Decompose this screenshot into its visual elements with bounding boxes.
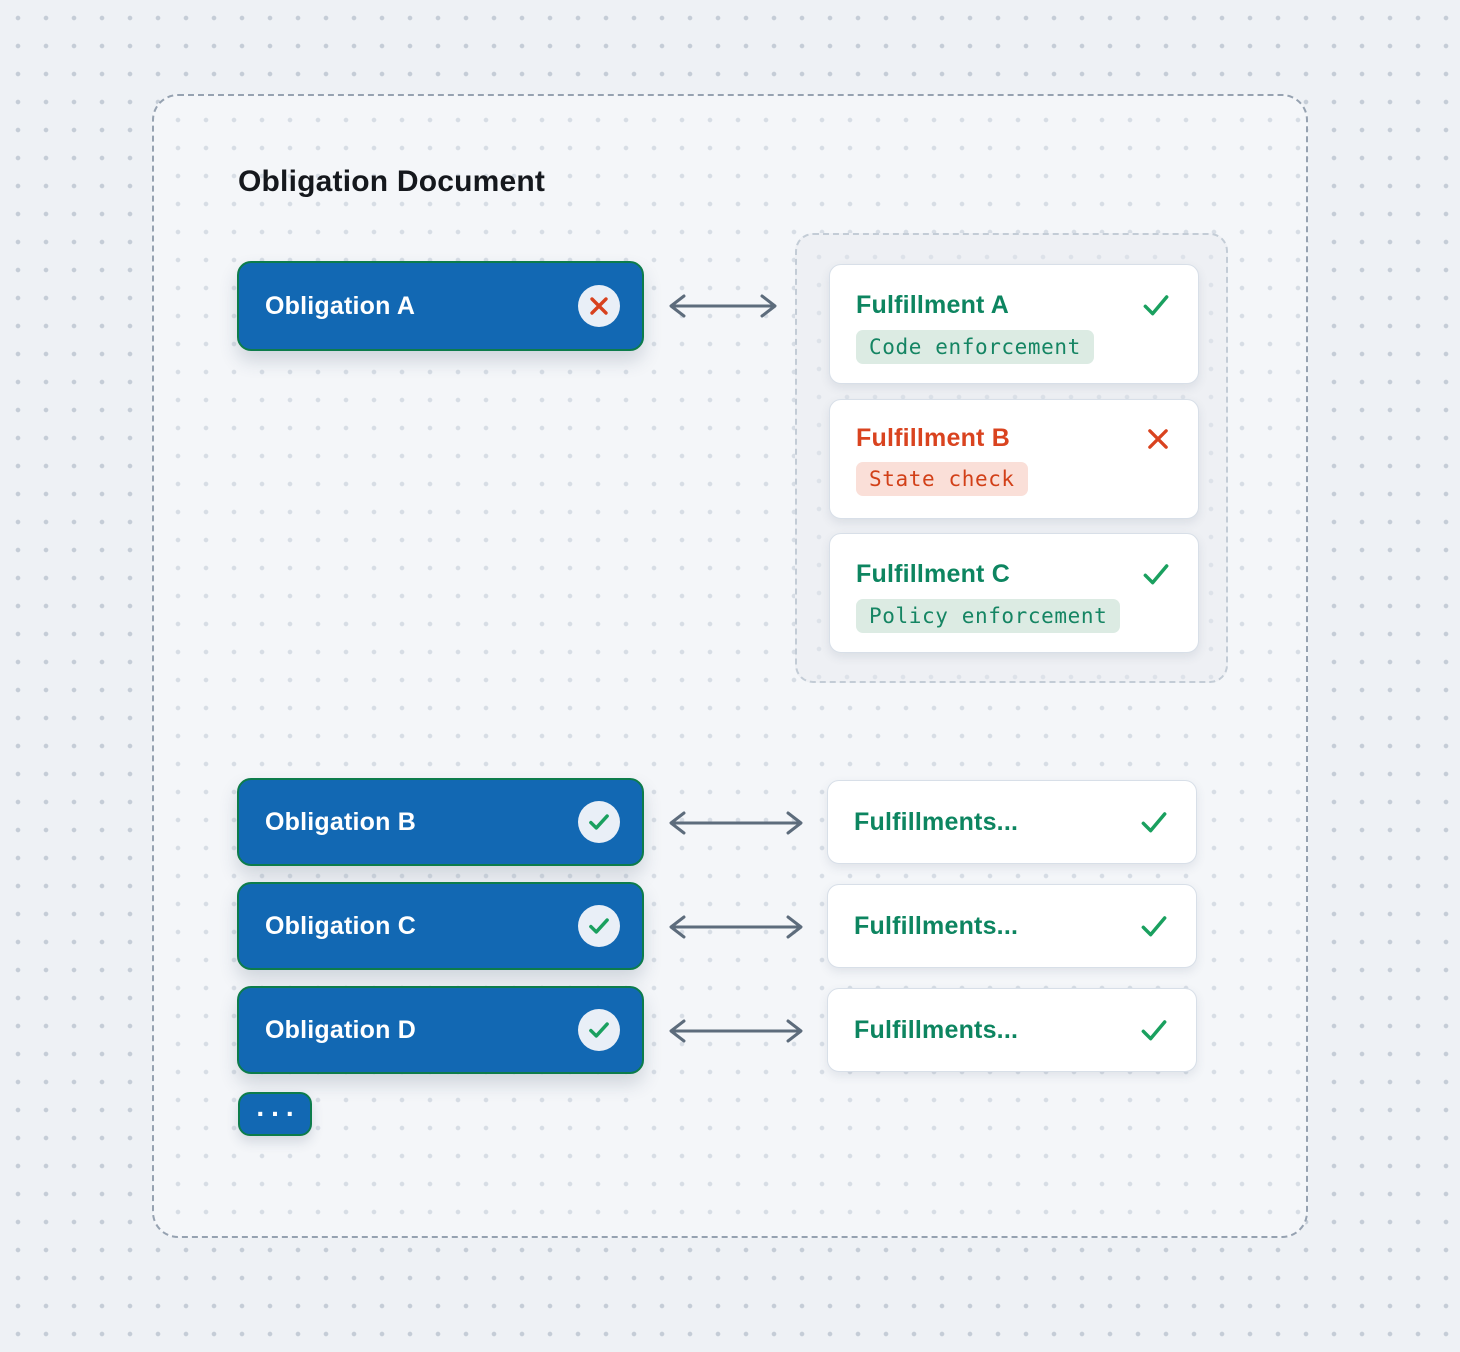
x-icon bbox=[1144, 425, 1172, 453]
fulfillments-row-d: Fulfillments... bbox=[827, 988, 1197, 1072]
obligation-node-c: Obligation C bbox=[237, 882, 644, 970]
check-icon bbox=[586, 913, 612, 939]
check-icon bbox=[1140, 558, 1172, 590]
obligation-node-a: Obligation A bbox=[237, 261, 644, 351]
arrow-obligation-a bbox=[666, 291, 780, 321]
more-obligations-node: ... bbox=[238, 1092, 312, 1136]
fulfillment-card-b: Fulfillment B State check bbox=[829, 399, 1199, 519]
check-icon bbox=[1140, 289, 1172, 321]
check-icon bbox=[1138, 806, 1170, 838]
fulfillments-label: Fulfillments... bbox=[854, 807, 1019, 836]
arrow-obligation-c bbox=[666, 912, 806, 942]
fulfillment-card-c: Fulfillment C Policy enforcement bbox=[829, 533, 1199, 653]
fulfillments-label: Fulfillments... bbox=[854, 1015, 1019, 1044]
obligation-node-d: Obligation D bbox=[237, 986, 644, 1074]
page-title: Obligation Document bbox=[238, 165, 546, 198]
check-icon bbox=[586, 1017, 612, 1043]
status-badge bbox=[578, 905, 620, 947]
fulfillment-badge: State check bbox=[856, 462, 1028, 496]
check-icon bbox=[586, 809, 612, 835]
fulfillments-row-b: Fulfillments... bbox=[827, 780, 1197, 864]
arrow-obligation-d bbox=[666, 1016, 806, 1046]
status-badge bbox=[578, 285, 620, 327]
fulfillment-title: Fulfillment A bbox=[856, 290, 1010, 319]
arrow-obligation-b bbox=[666, 808, 806, 838]
status-badge bbox=[578, 1009, 620, 1051]
fulfillment-title: Fulfillment B bbox=[856, 424, 1010, 452]
check-icon bbox=[1138, 1014, 1170, 1046]
fulfillment-badge: Policy enforcement bbox=[856, 599, 1121, 633]
obligation-node-b: Obligation B bbox=[237, 778, 644, 866]
obligation-label: Obligation B bbox=[265, 807, 416, 836]
fulfillment-badge: Code enforcement bbox=[856, 330, 1094, 364]
fulfillment-card-a: Fulfillment A Code enforcement bbox=[829, 264, 1199, 384]
obligation-label: Obligation D bbox=[265, 1015, 416, 1044]
status-badge bbox=[578, 801, 620, 843]
fulfillments-label: Fulfillments... bbox=[854, 911, 1019, 940]
fulfillment-group: Fulfillment A Code enforcement Fulfillme… bbox=[795, 233, 1228, 683]
obligation-label: Obligation C bbox=[265, 911, 416, 940]
fulfillment-title: Fulfillment C bbox=[856, 559, 1010, 588]
check-icon bbox=[1138, 910, 1170, 942]
obligation-label: Obligation A bbox=[265, 291, 416, 320]
x-icon bbox=[587, 294, 611, 318]
fulfillments-row-c: Fulfillments... bbox=[827, 884, 1197, 968]
